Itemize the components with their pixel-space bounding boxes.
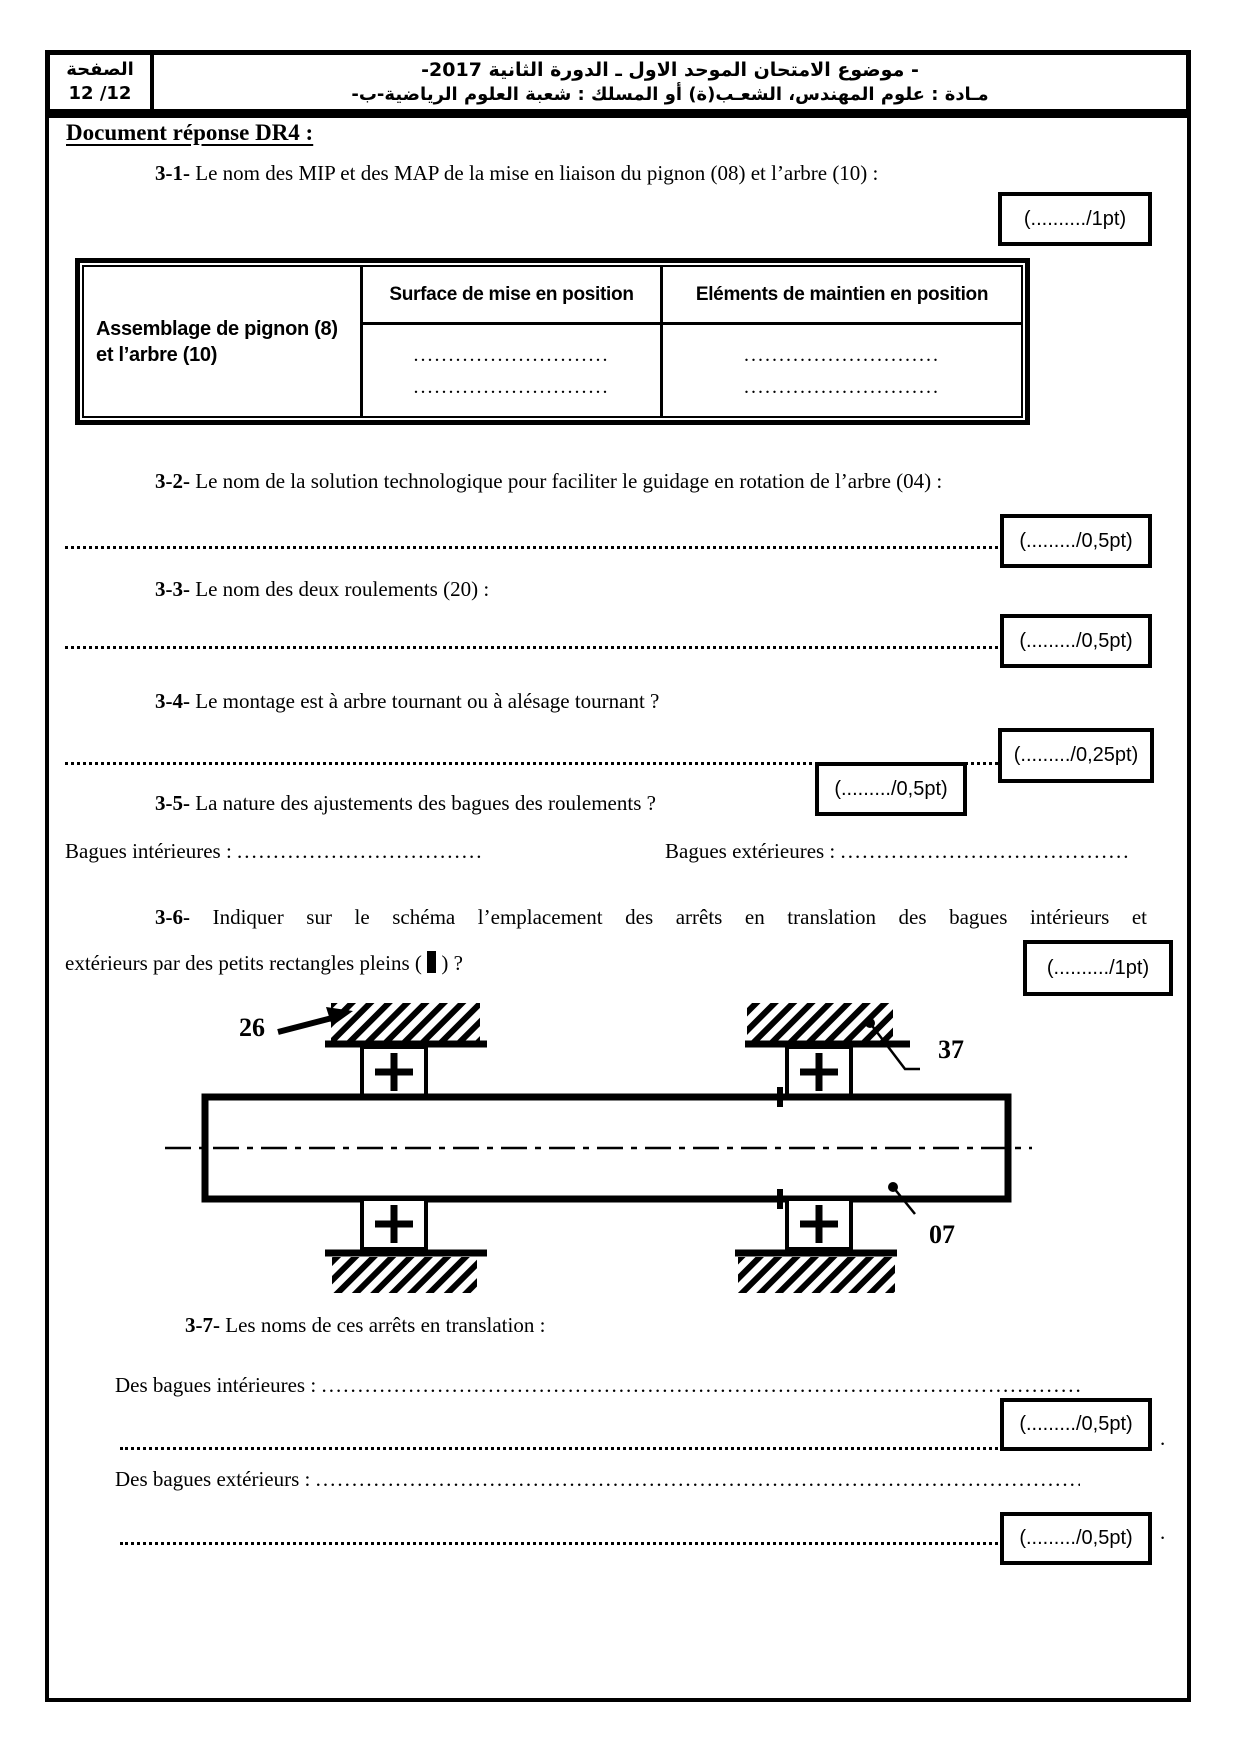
table-row-label: Assemblage de pignon (8) et l’arbre (10) [84,267,360,416]
arrets-bagues-exterieurs-label: Des bagues extérieurs : [115,1467,311,1491]
page-number-cell: الصفحة 12 /12 [50,55,154,109]
table-header-surface-mise-en-position: Surface de mise en position [360,267,660,325]
points-box-3-3-label: (........./0,5pt) [1019,629,1133,652]
bagues-exterieures-line[interactable]: Bagues extérieures : ...................… [665,838,1147,865]
exam-title-line1: - موضوع الامتحان الموحد الاول ـ الدورة ا… [421,58,919,81]
arrowhead-26 [326,1007,353,1026]
answer-dots: ........................................… [315,1467,1080,1491]
points-box-3-4[interactable]: (........./0,25pt) [998,728,1154,783]
answer-line-3-7b[interactable] [120,1514,998,1545]
table-header-col2-label: Surface de mise en position [389,283,634,305]
shoulder-tick-bottom [777,1189,783,1209]
question-3-2-number: 3-2- [155,469,190,493]
question-3-6-line1: 3-6- Indiquer sur le schéma l’emplacemen… [155,904,1147,931]
bearing-mounting-diagram[interactable]: 26 37 07 [140,990,1045,1300]
answer-table-3-1: Assemblage de pignon (8) et l’arbre (10)… [75,258,1030,425]
question-3-2: 3-2- Le nom de la solution technologique… [155,468,1155,495]
leader-arrow-26 [277,1014,337,1035]
points-box-3-5-label: (........./0,5pt) [834,777,948,800]
leader-line-07 [892,1186,916,1215]
housing-hatch-bottom-right [738,1257,895,1293]
content-frame [45,114,1191,1702]
answer-dots: ............................ [413,343,610,366]
page-label: الصفحة [66,59,134,80]
points-box-3-7b[interactable]: (........./0,5pt) [1000,1512,1152,1565]
points-box-3-2-label: (........./0,5pt) [1019,529,1133,552]
answer-line-3-4[interactable] [65,734,998,765]
points-box-3-7a[interactable]: (........./0,5pt) [1000,1398,1152,1451]
question-3-4-number: 3-4- [155,689,190,713]
table-header-elements-maintien: Eléments de maintien en position [660,267,1021,325]
part-label-37: 37 [938,1035,964,1064]
table-row-label-line1: Assemblage de pignon (8) [96,317,338,340]
answer-table-grid: Assemblage de pignon (8) et l’arbre (10)… [82,265,1023,418]
question-3-6-text-line2-post: ) ? [441,951,463,975]
arrets-bagues-interieures-line[interactable]: Des bagues intérieures : ...............… [115,1372,1080,1399]
question-3-1-text: Le nom des MIP et des MAP de la mise en … [195,161,879,185]
answer-dots: ............................ [744,343,940,366]
table-header-col3-label: Eléments de maintien en position [695,283,989,305]
question-3-3-text: Le nom des deux roulements (20) : [195,577,490,601]
answer-dots: ............................ [744,375,940,398]
arrets-bagues-exterieurs-line[interactable]: Des bagues extérieurs : ................… [115,1466,1080,1493]
answer-dots: .................................. [237,839,484,863]
question-3-6-line2: extérieurs par des petits rectangles ple… [65,950,765,977]
question-3-6-text-line1: Indiquer sur le schéma l’emplacement des… [212,905,1148,929]
answer-line-3-7a[interactable] [120,1419,998,1450]
answer-dots: ........................................ [840,839,1131,863]
question-3-5-text: La nature des ajustements des bagues des… [195,791,656,815]
table-row-label-line2: et l’arbre (10) [96,343,218,366]
housing-hatch-top-left [331,1003,480,1041]
question-3-6-number: 3-6- [155,905,190,929]
points-box-3-1[interactable]: (........../1pt) [998,192,1152,246]
points-box-3-5[interactable]: (........./0,5pt) [815,762,967,816]
question-3-4: 3-4- Le montage est à arbre tournant ou … [155,688,1055,715]
question-3-5-number: 3-5- [155,791,190,815]
table-cell-maintien-answer[interactable]: ............................ ...........… [660,325,1021,416]
question-3-1-number: 3-1- [155,161,190,185]
points-box-3-7a-label: (........./0,5pt) [1019,1413,1133,1435]
question-3-5: 3-5- La nature des ajustements des bague… [155,790,805,817]
question-3-4-text: Le montage est à arbre tournant ou à alé… [195,689,660,713]
page-number: 12 /12 [68,83,132,104]
housing-hatch-bottom-left [332,1257,477,1293]
page-header: الصفحة 12 /12 - موضوع الامتحان الموحد ال… [45,50,1191,114]
shoulder-tick-top [777,1087,783,1107]
points-box-3-1-label: (........../1pt) [1023,207,1127,230]
question-3-3: 3-3- Le nom des deux roulements (20) : [155,576,1055,603]
exam-title-line2: مـادة : علوم المهندس، الشعـب(ة) أو المسل… [351,83,989,105]
answer-line-3-3[interactable] [65,618,998,649]
table-cell-surface-answer[interactable]: ............................ ...........… [360,325,660,416]
leader-line-37 [869,1022,920,1071]
points-box-3-7b-label: (........./0,5pt) [1019,1527,1133,1549]
points-box-3-2[interactable]: (........./0,5pt) [1000,514,1152,568]
points-box-3-6[interactable]: (........../1pt) [1023,940,1173,996]
points-box-3-3[interactable]: (........./0,5pt) [1000,614,1152,668]
question-3-3-number: 3-3- [155,577,190,601]
question-3-2-text: Le nom de la solution technologique pour… [195,469,943,493]
points-box-3-6-label: (........../1pt) [1046,956,1150,979]
question-3-7: 3-7- Les noms de ces arrêts en translati… [185,1312,885,1339]
answer-dots: ............................ [413,375,610,398]
question-3-7-text: Les noms de ces arrêts en translation : [225,1313,546,1337]
exam-title-cell: - موضوع الامتحان الموحد الاول ـ الدورة ا… [154,55,1186,109]
part-label-07: 07 [929,1220,955,1249]
question-3-7-number: 3-7- [185,1313,220,1337]
points-box-3-4-label: (........./0,25pt) [1013,744,1139,766]
filled-rectangle-symbol [427,951,437,973]
question-3-1: 3-1- Le nom des MIP et des MAP de la mis… [155,160,1115,187]
part-label-26: 26 [239,1013,265,1042]
bagues-exterieures-label: Bagues extérieures : [665,839,836,863]
document-title: Document réponse DR4 : [66,120,314,145]
answer-dots: ........................................… [321,1373,1080,1397]
answer-line-3-2[interactable] [65,518,998,549]
arrets-bagues-interieures-label: Des bagues intérieures : [115,1373,317,1397]
line-end-period: . [1160,1520,1166,1544]
question-3-6-text-line2-pre: extérieurs par des petits rectangles ple… [65,951,422,975]
line-end-period: . [1160,1426,1166,1450]
bagues-interieures-line[interactable]: Bagues intérieures : ...................… [65,838,543,865]
bagues-interieures-label: Bagues intérieures : [65,839,232,863]
